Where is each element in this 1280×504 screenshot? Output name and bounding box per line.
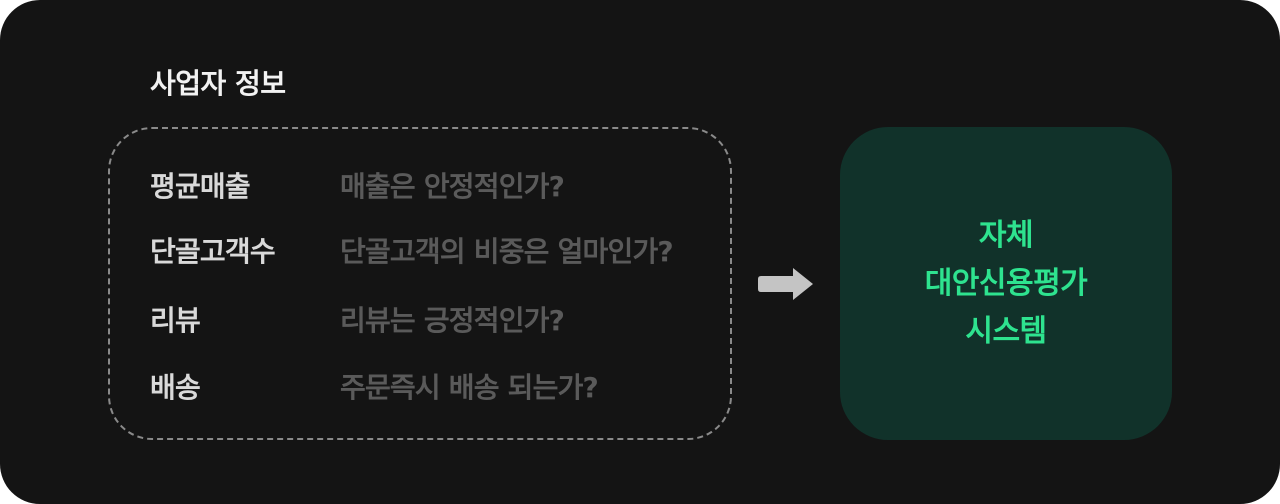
section-title: 사업자 정보 — [150, 67, 286, 100]
row-question: 리뷰는 긍정적인가? — [340, 304, 565, 337]
result-line: 대안신용평가 — [924, 265, 1088, 301]
row-question: 주문즉시 배송 되는가? — [340, 371, 599, 404]
row-label: 단골고객수 — [150, 235, 276, 268]
row-question: 단골고객의 비중은 얼마인가? — [340, 235, 674, 268]
row-question: 매출은 안정적인가? — [340, 170, 565, 203]
row-label: 평균매출 — [150, 170, 251, 203]
info-row-regular-customers: 단골고객수 단골고객의 비중은 얼마인가? — [150, 230, 674, 270]
info-row-reviews: 리뷰 리뷰는 긍정적인가? — [150, 299, 565, 339]
info-row-delivery: 배송 주문즉시 배송 되는가? — [150, 366, 599, 406]
info-row-average-sales: 평균매출 매출은 안정적인가? — [150, 165, 565, 205]
result-line: 자체 — [978, 217, 1034, 253]
business-info-group — [108, 127, 732, 440]
credit-evaluation-system-box: 자체 대안신용평가 시스템 — [840, 127, 1172, 440]
arrow-right-icon — [758, 268, 813, 300]
result-line: 시스템 — [965, 313, 1047, 349]
row-label: 리뷰 — [150, 304, 201, 337]
row-label: 배송 — [150, 371, 201, 404]
